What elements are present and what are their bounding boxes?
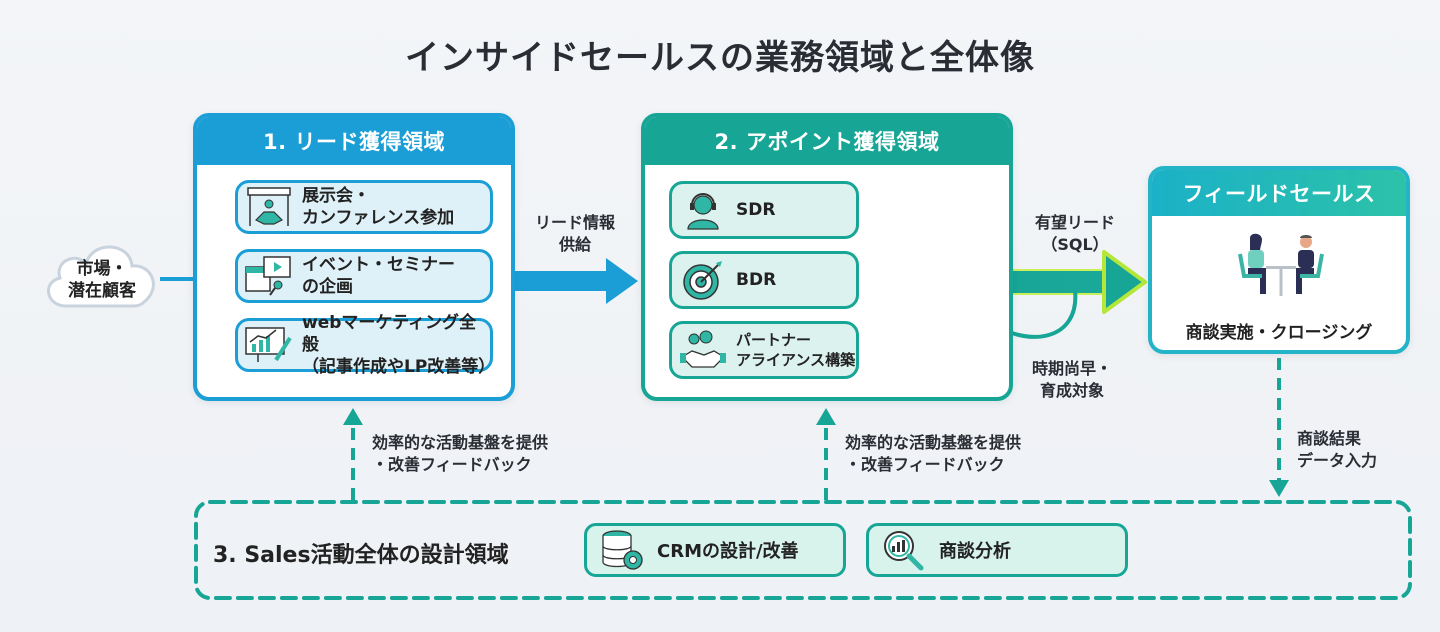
feedback-left-label: 効率的な活動基盤を提供 ・改善フィードバック xyxy=(372,432,602,476)
lead-info-label-line2: 供給 xyxy=(558,235,591,254)
appo-item-partner[interactable]: パートナー アライアンス構築 xyxy=(669,321,859,379)
nurture-label-line2: 育成対象 xyxy=(1039,381,1104,400)
appo-item-label: SDR xyxy=(736,200,776,220)
decision-label-line1: 商談化 xyxy=(921,263,970,282)
database-gear-icon xyxy=(602,530,643,570)
appo-item-label: パートナー xyxy=(736,331,812,349)
source-label: 市場・ 潜在顧客 xyxy=(40,258,164,302)
decision-label: 商談化 判定 xyxy=(902,262,990,304)
meeting-people-icon xyxy=(1238,233,1324,296)
lead-item-web-marketing[interactable]: webマーケティング全般 （記事作成やLP改善等） xyxy=(235,313,495,377)
lead-area-title: 1. リード獲得領域 xyxy=(197,117,511,165)
sql-label-line1: 有望リード xyxy=(1034,213,1115,232)
source-label-line1: 市場・ xyxy=(76,259,128,279)
appo-item-bdr[interactable]: BDR xyxy=(669,251,859,309)
nurture-label-line1: 時期尚早・ xyxy=(1031,359,1112,378)
decision-label-line2: 判定 xyxy=(929,284,962,303)
nurture-label: 時期尚早・ 育成対象 xyxy=(1022,358,1122,402)
feedback-right-line2: ・改善フィードバック xyxy=(845,455,1005,474)
appo-item-sdr[interactable]: SDR xyxy=(669,181,859,239)
lead-item-label: イベント・セミナー xyxy=(302,255,455,275)
source-label-line2: 潜在顧客 xyxy=(68,281,136,301)
field-sales-caption: 商談実施・クロージング xyxy=(1185,323,1373,343)
design-item-label: CRMの設計/改善 xyxy=(657,541,799,562)
target-dart-icon xyxy=(683,261,722,300)
sql-label: 有望リード （SQL） xyxy=(1020,212,1130,256)
field-sales-panel: フィールドセールス 商談実施・クロージング xyxy=(1148,166,1410,354)
lead-item-label: webマーケティング全般 xyxy=(302,313,477,355)
sql-arrow xyxy=(989,250,1147,314)
lead-item-label: の企画 xyxy=(302,277,353,297)
appo-item-label: BDR xyxy=(736,270,777,290)
chart-monitor-pen-icon xyxy=(245,327,292,362)
feedback-left-line1: 効率的な活動基盤を提供 xyxy=(372,433,549,452)
lead-item-event[interactable]: イベント・セミナー の企画 xyxy=(235,249,493,303)
lead-item-exhibition[interactable]: 展示会・ カンファレンス参加 xyxy=(235,180,493,234)
lead-info-arrow xyxy=(515,258,638,304)
appointment-area-title: 2. アポイント獲得領域 xyxy=(645,117,1009,165)
design-item-label: 商談分析 xyxy=(939,541,1011,562)
appointment-area-panel: 2. アポイント獲得領域 SDR BDR パートナー xyxy=(641,113,1013,401)
lead-item-label: カンファレンス参加 xyxy=(302,208,455,228)
gears-handshake-icon xyxy=(680,330,726,368)
result-input-label: 商談結果 データ入力 xyxy=(1297,428,1417,472)
page-title: インサイドセールスの業務領域と全体像 xyxy=(405,38,1035,78)
design-area-box xyxy=(194,500,1412,600)
lead-item-label: 展示会・ xyxy=(302,186,370,206)
lead-item-label: （記事作成やLP改善等） xyxy=(302,357,496,377)
lead-info-label: リード情報 供給 xyxy=(520,212,630,256)
field-sales-title: フィールドセールス xyxy=(1152,170,1406,216)
feedback-right-label: 効率的な活動基盤を提供 ・改善フィードバック xyxy=(845,432,1075,476)
sql-label-line2: （SQL） xyxy=(1041,235,1109,254)
design-item-deal-analysis[interactable]: 商談分析 xyxy=(866,523,1128,577)
feedback-left-line2: ・改善フィードバック xyxy=(372,455,532,474)
lead-area-panel: 1. リード獲得領域 展示会・ カンファレンス参加 イベント・セミナー の企画 xyxy=(193,113,515,401)
headset-operator-icon xyxy=(687,193,719,230)
appo-item-label: アライアンス構築 xyxy=(736,351,856,369)
cloud-icon xyxy=(47,245,155,308)
design-item-crm[interactable]: CRMの設計/改善 xyxy=(584,523,846,577)
magnifier-chart-icon xyxy=(884,531,924,571)
design-area-title: 3. Sales活動全体の設計領域 xyxy=(213,543,509,568)
feedback-right-line1: 効率的な活動基盤を提供 xyxy=(845,433,1022,452)
lead-info-label-line1: リード情報 xyxy=(534,213,615,232)
calendar-microphone-icon xyxy=(245,256,291,296)
result-input-line2: データ入力 xyxy=(1297,451,1378,470)
booth-handshake-icon xyxy=(247,187,291,226)
result-input-line1: 商談結果 xyxy=(1297,429,1362,448)
